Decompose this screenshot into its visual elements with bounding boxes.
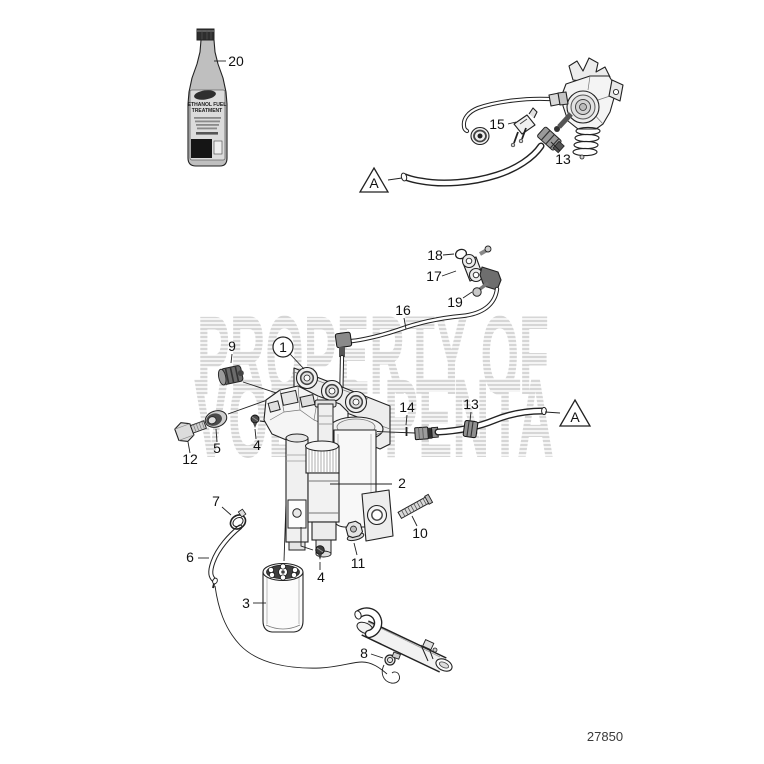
callout-6: 6 — [186, 549, 194, 565]
quick-connector — [414, 426, 439, 441]
screw-4-top — [250, 414, 260, 428]
grommet-9 — [217, 365, 244, 386]
nut — [345, 520, 365, 542]
bracket-grommet-eyes — [295, 366, 368, 414]
callout-4-top: 4 — [253, 437, 261, 453]
callout-1: 1 — [279, 339, 287, 355]
callout-14: 14 — [399, 399, 415, 415]
callout-20: 20 — [228, 53, 244, 69]
screw-4-bottom — [315, 545, 325, 560]
hose-clamp-8 — [384, 651, 402, 666]
drawing-number: 27850 — [587, 729, 623, 744]
bottle-label-line-2: TREATMENT — [192, 108, 222, 114]
callout-3: 3 — [242, 595, 250, 611]
fuel-pump-unit: 15 13 — [400, 57, 624, 187]
callout-12: 12 — [182, 451, 198, 467]
view-marker-a-mid-triangle — [558, 398, 592, 427]
fuel-filter-assembly: 4 11 10 2 1 9 12 — [174, 336, 434, 585]
view-marker-a-top: A — [358, 166, 403, 193]
callout-15: 15 — [489, 116, 505, 132]
ethanol-treatment-bottle: ETHANOL FUEL TREATMENT 20 — [187, 28, 244, 167]
callout-9: 9 — [228, 338, 236, 354]
bottle-label-line-1: ETHANOL FUEL — [188, 102, 227, 108]
view-marker-a-top-label: A — [369, 175, 379, 191]
bottle-brand-banner — [194, 90, 216, 100]
fuel-pipe-assembly: 18 17 19 16 — [334, 245, 502, 411]
callout-8: 8 — [360, 645, 368, 661]
hose-end-fitting — [537, 126, 565, 154]
fuel-pump — [305, 440, 340, 558]
callout-1-circle — [272, 336, 294, 358]
retaining-clip — [510, 107, 538, 148]
hook-wire — [381, 664, 400, 684]
fuel-filter-cartridge: 3 — [242, 562, 304, 633]
callout-19: 19 — [447, 294, 463, 310]
grommet-5 — [204, 410, 228, 428]
hose-clamp-7 — [229, 508, 247, 530]
callout-11: 11 — [351, 555, 366, 571]
callout-2: 2 — [398, 475, 406, 491]
banjo-bolt — [472, 281, 490, 297]
filter-spigot — [285, 433, 309, 551]
callout-18: 18 — [427, 247, 443, 263]
molded-hose: 8 — [354, 607, 453, 684]
hex-bolt-12 — [174, 420, 207, 442]
stud — [397, 493, 434, 520]
callout-16: 16 — [395, 302, 411, 318]
drain-hose: 7 6 — [186, 493, 388, 675]
fuel-line-right: 14 13 A — [376, 396, 592, 441]
callout-10: 10 — [412, 525, 428, 541]
callout-4-bottom: 4 — [317, 569, 325, 585]
banjo-fitting — [461, 245, 492, 283]
callout-5: 5 — [213, 440, 221, 456]
view-marker-a-mid-label: A — [570, 409, 580, 425]
callout-13-mid: 13 — [463, 396, 479, 412]
callout-7: 7 — [212, 493, 220, 509]
callout-17: 17 — [426, 268, 442, 284]
hose-clamp-13 — [462, 420, 479, 439]
callout-13-top: 13 — [555, 151, 571, 167]
